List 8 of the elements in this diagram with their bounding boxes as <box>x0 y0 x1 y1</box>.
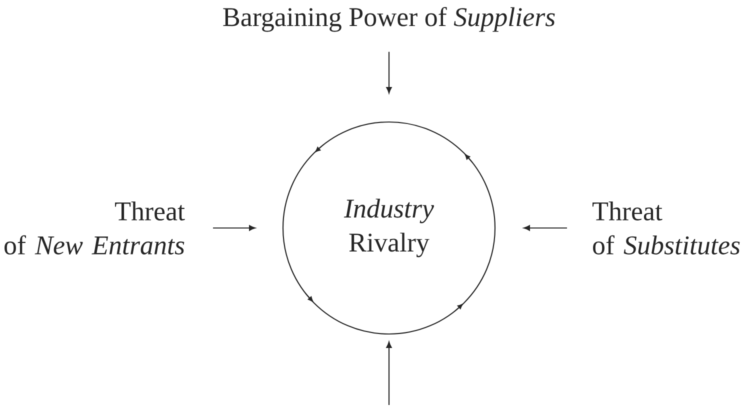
text-label: Threat of New Entrants <box>4 202 185 255</box>
text-label: Bargaining Power of Suppliers <box>223 7 555 32</box>
arrow <box>386 342 392 405</box>
text-label: Threat of Substitutes <box>592 201 740 255</box>
circle-node: Industry Rivalry <box>282 121 496 335</box>
arrow <box>386 52 392 94</box>
arrow <box>213 225 256 231</box>
arrow <box>524 225 567 231</box>
